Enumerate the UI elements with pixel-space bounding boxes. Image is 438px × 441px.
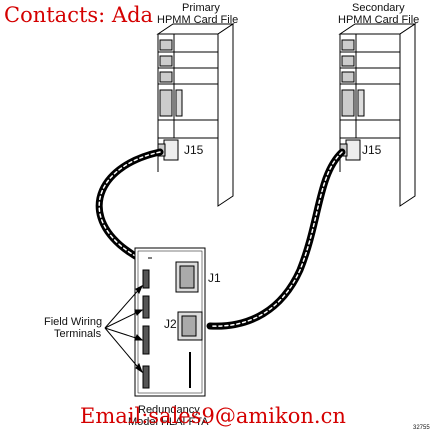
- figure-number: 32755: [413, 425, 430, 431]
- secondary-j15-label: J15: [362, 143, 382, 157]
- board-caption-line2: Model HLAI FTA: [128, 416, 209, 428]
- secondary-title-line2: HPMM Card File: [338, 14, 420, 26]
- primary-card-file: [156, 23, 235, 207]
- field-wiring-line2: Terminals: [54, 328, 102, 340]
- primary-title-line2: HPMM Card File: [157, 14, 239, 26]
- secondary-card-file: [338, 23, 417, 207]
- watermark-email: Email:sales9@amikon.cn: [80, 404, 346, 428]
- primary-j15-label: J15: [184, 143, 204, 157]
- secondary-title-line1: Secondary: [352, 2, 405, 14]
- j1-label: J1: [208, 271, 221, 285]
- redundancy-board: [134, 247, 206, 397]
- j2-label: J2: [164, 317, 177, 331]
- primary-title-line1: Primary: [182, 2, 220, 14]
- board-caption-line1: Redundancy: [138, 404, 200, 416]
- field-wiring-line1: Field Wiring: [44, 316, 103, 328]
- watermark-contacts: Contacts: Ada: [4, 3, 154, 27]
- secondary-cable-highlight: [209, 151, 343, 327]
- field-wiring-leaders: [104, 284, 144, 374]
